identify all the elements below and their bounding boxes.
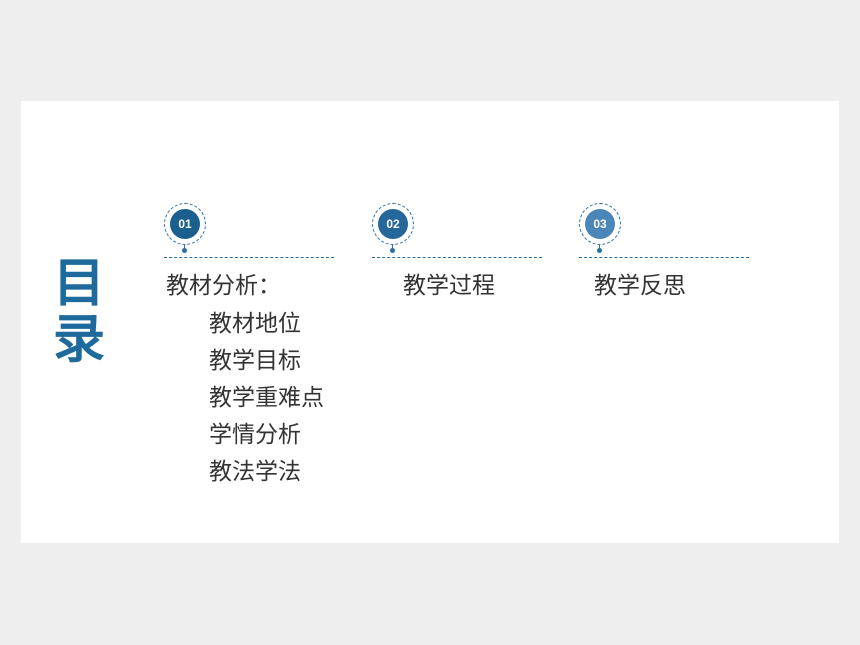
section-title-03: 教学反思	[594, 273, 686, 299]
list-item: 教材地位	[209, 311, 301, 337]
section-01-subitems: 教材地位 教学目标 教学重难点 学情分析 教法学法	[209, 306, 324, 491]
badge-dot-01	[182, 248, 187, 253]
title-char-1: 目	[52, 254, 105, 314]
slide-canvas: 目 录 01 教材分析： 教材地位 教学目标 教学重难点 学情分析 教法学法 0…	[21, 101, 839, 543]
badge-ring-01	[164, 203, 206, 245]
section-number-badge-02: 02	[378, 209, 408, 239]
section-03: 03	[579, 203, 749, 263]
list-item: 教学重难点	[209, 385, 324, 411]
badge-ring-02	[372, 203, 414, 245]
title-char-2: 录	[52, 310, 105, 370]
badge-dot-02	[390, 248, 395, 253]
section-01: 01	[164, 203, 334, 263]
badge-ring-03	[579, 203, 621, 245]
section-divider-03	[579, 257, 749, 258]
section-divider-02	[372, 257, 542, 258]
section-number-badge-01: 01	[170, 209, 200, 239]
list-item: 教学目标	[209, 348, 301, 374]
section-title-02: 教学过程	[403, 273, 495, 299]
section-divider-01	[164, 257, 334, 258]
section-title-01: 教材分析：	[166, 273, 281, 299]
section-number-badge-03: 03	[585, 209, 615, 239]
list-item: 教法学法	[209, 459, 301, 485]
section-02: 02	[372, 203, 542, 263]
badge-dot-03	[597, 248, 602, 253]
page-title: 目 录	[51, 256, 107, 368]
list-item: 学情分析	[209, 422, 301, 448]
